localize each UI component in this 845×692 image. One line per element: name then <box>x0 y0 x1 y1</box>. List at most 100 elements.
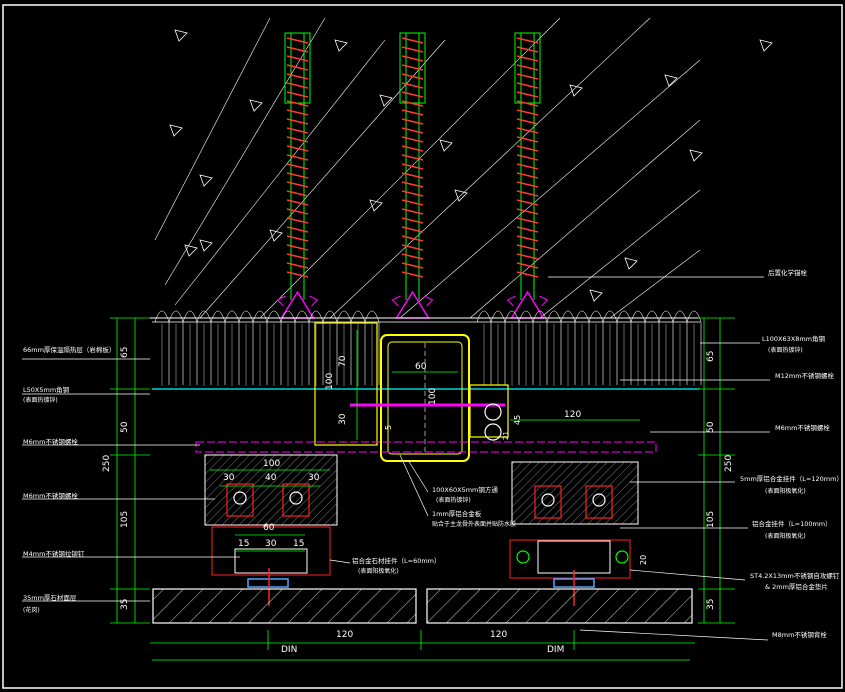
dim-70-angle: 70 <box>338 355 348 367</box>
back-bolt-plate-left <box>247 578 289 588</box>
rebar-spiral <box>286 55 309 62</box>
rebar-spiral <box>286 37 309 44</box>
angle-steel-left <box>314 322 378 446</box>
rebar-spiral <box>401 163 424 170</box>
drawing-frame <box>2 4 843 689</box>
label-bolt-m6-b: M6mm不锈钢螺栓 <box>23 491 78 500</box>
dim-120-right: 120 <box>490 630 507 640</box>
stone-panel-left <box>152 588 417 624</box>
rebar-spiral <box>401 73 424 80</box>
rebar-spiral <box>286 244 309 251</box>
dim-105-right: 105 <box>706 511 716 528</box>
label-screw-st42-sub: & 2mm厚铝合金垫片 <box>765 582 828 591</box>
aggregate-triangle <box>369 199 383 212</box>
label-bolt-m6-right: M6mm不锈钢螺栓 <box>775 423 830 432</box>
concrete-hatch-line <box>154 17 271 241</box>
dim-100-tube: 100 <box>428 388 438 405</box>
label-rivet-m4: M4mm不锈钢拉铆钉 <box>23 549 85 558</box>
concrete-hatch-line <box>174 39 386 306</box>
rebar-spiral <box>516 217 539 224</box>
anchor-wing <box>424 295 434 307</box>
rebar-spiral <box>401 46 424 53</box>
rebar-spiral <box>516 199 539 206</box>
leader-line <box>399 454 429 517</box>
aggregate-triangle <box>184 244 198 257</box>
rebar-spiral <box>286 100 309 107</box>
anchor-wing <box>391 295 401 307</box>
aggregate-triangle <box>589 289 603 302</box>
leader-line <box>407 459 429 493</box>
rebar-spiral <box>401 199 424 206</box>
dim-65-left: 65 <box>120 347 130 358</box>
rebar-spiral <box>516 55 539 62</box>
label-al-sheet-sub: 贴合于主龙骨外表面并贴防水胶 <box>432 520 516 528</box>
rebar-spiral <box>516 253 539 260</box>
rebar-spiral <box>516 46 539 53</box>
rebar-spiral <box>516 235 539 242</box>
dim-40: 40 <box>265 473 277 483</box>
leader-line <box>629 569 746 581</box>
rebar-spiral <box>286 172 309 179</box>
rebar-spiral <box>286 208 309 215</box>
rebar-spiral <box>286 154 309 161</box>
dim-120-bracket: 120 <box>564 410 581 420</box>
rebar-spiral <box>401 118 424 125</box>
label-steel-tube: 100X60X5mm钢方通 <box>432 485 498 494</box>
rebar-spiral <box>516 271 539 278</box>
rebar-spiral <box>286 145 309 152</box>
dim-30-c: 30 <box>265 539 277 549</box>
aggregate-triangle <box>624 257 638 270</box>
label-bolt-m6-a: M6mm不锈钢螺栓 <box>23 437 78 446</box>
rebar-spiral <box>516 163 539 170</box>
concrete-hatch-line <box>329 17 651 319</box>
aggregate-triangle <box>174 29 188 42</box>
rebar-spiral <box>286 199 309 206</box>
concrete-hatch-line <box>259 17 561 319</box>
rebar-spiral <box>286 109 309 116</box>
rebar-spiral <box>401 91 424 98</box>
rebar-spiral <box>286 163 309 170</box>
dim-50-left: 50 <box>120 421 130 433</box>
label-steel-tube-sub: (表面热镀锌) <box>436 496 471 504</box>
steel-tube-inner <box>387 341 463 455</box>
rebar-spiral <box>286 235 309 242</box>
steel-frame <box>195 322 657 606</box>
rebar-spiral <box>401 37 424 44</box>
screw-right-a <box>516 550 530 564</box>
label-insulation: 66mm厚保温隔热层（岩棉板） <box>23 345 115 354</box>
rebar-spiral <box>516 262 539 269</box>
concrete-hatch-line <box>609 249 701 319</box>
rebar-spiral <box>401 100 424 107</box>
dim-35-left: 35 <box>120 599 130 610</box>
stone-panel-right <box>426 588 693 624</box>
rebar-spiral <box>516 145 539 152</box>
leader-line <box>579 629 769 641</box>
rebar-spiral <box>401 64 424 71</box>
bolt-slot-right-a <box>534 485 562 519</box>
rebar-spiral <box>401 262 424 269</box>
label-hanger-120-sub: (表面阳极氧化) <box>765 487 806 495</box>
hanger-clip-left <box>211 526 331 576</box>
rebar-spiral <box>401 244 424 251</box>
rebar-spiral <box>516 181 539 188</box>
label-hanger-120: 5mm厚铝合金挂件（L=120mm） <box>740 474 843 483</box>
rebar-spiral <box>286 91 309 98</box>
rebar-spiral <box>401 127 424 134</box>
rebar-spiral <box>516 109 539 116</box>
aggregate-triangle <box>249 99 263 112</box>
rebar-spiral <box>516 244 539 251</box>
aggregate-triangle <box>454 189 468 202</box>
aggregate-triangle <box>269 229 283 242</box>
label-stone-hanger: 铝合金石材挂件（L=60mm） <box>352 556 441 565</box>
dim-100-left-hanger: 100 <box>263 459 280 469</box>
steel-tube-outer <box>380 334 470 462</box>
aggregate-triangle <box>169 124 183 137</box>
dim-15-b: 15 <box>293 539 304 549</box>
anchor-wing <box>276 295 286 307</box>
left-annotations: 66mm厚保温隔热层（岩棉板） L50X5mm角钢 (表面热镀锌) M6mm不锈… <box>23 345 115 614</box>
bolt-slot-left-b <box>282 483 310 517</box>
anchor-wing <box>309 295 319 307</box>
rebar-spiral <box>401 253 424 260</box>
label-angle-l100: L100X63X8mm角钢 <box>762 334 826 343</box>
